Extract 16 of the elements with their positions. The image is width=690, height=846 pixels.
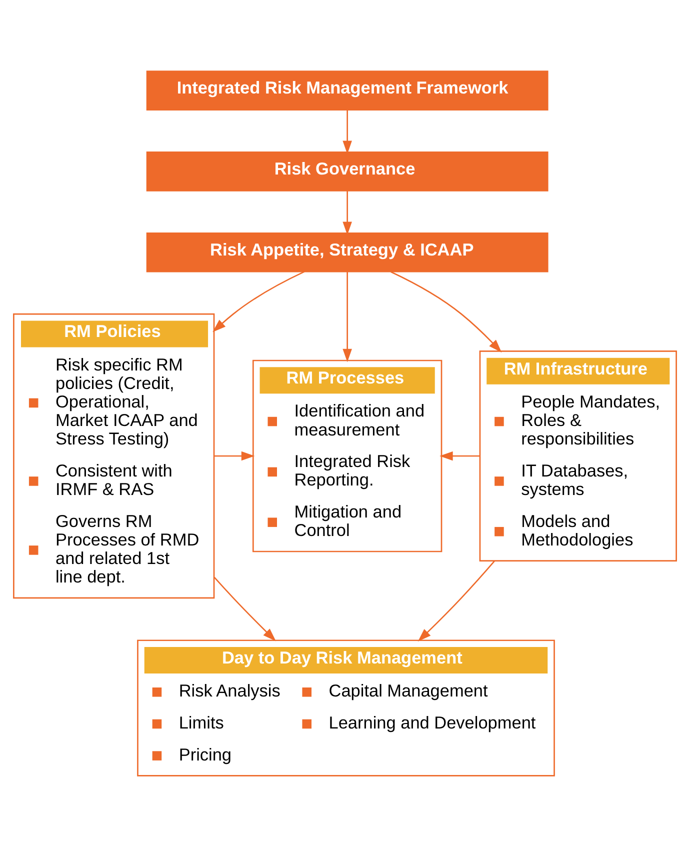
arrow	[342, 110, 352, 154]
arrow	[390, 270, 502, 352]
node-box: Day to Day Risk Management Risk Analysis Capital Management Limits Learning and Development Pricing	[137, 639, 555, 776]
node-box: RM Processes Identification and measurement Integrated Risk Reporting. Mitigation and Control	[252, 359, 442, 552]
node-box: Risk Governance	[146, 151, 548, 191]
node-box: Risk Appetite, Strategy & ICAAP	[146, 232, 548, 272]
node-box: RM Infrastructure People Mandates, Roles & responsibilities IT Databases, systems Models and Methodologies	[479, 350, 677, 561]
arrow	[342, 190, 352, 234]
arrow	[214, 450, 255, 460]
node-box: Integrated Risk Management Framework	[146, 70, 548, 110]
arrow	[440, 450, 480, 460]
arrow	[342, 271, 352, 362]
arrow	[214, 576, 276, 641]
arrow	[212, 270, 305, 332]
node-box: RM Policies Risk specific RM policies (Credit, Operational, Market ICAAP and Stress Testing) Consistent with IRMF & RAS Governs RM Processes of RMD and related 1st line dept.	[13, 312, 215, 598]
arrow	[418, 560, 495, 642]
